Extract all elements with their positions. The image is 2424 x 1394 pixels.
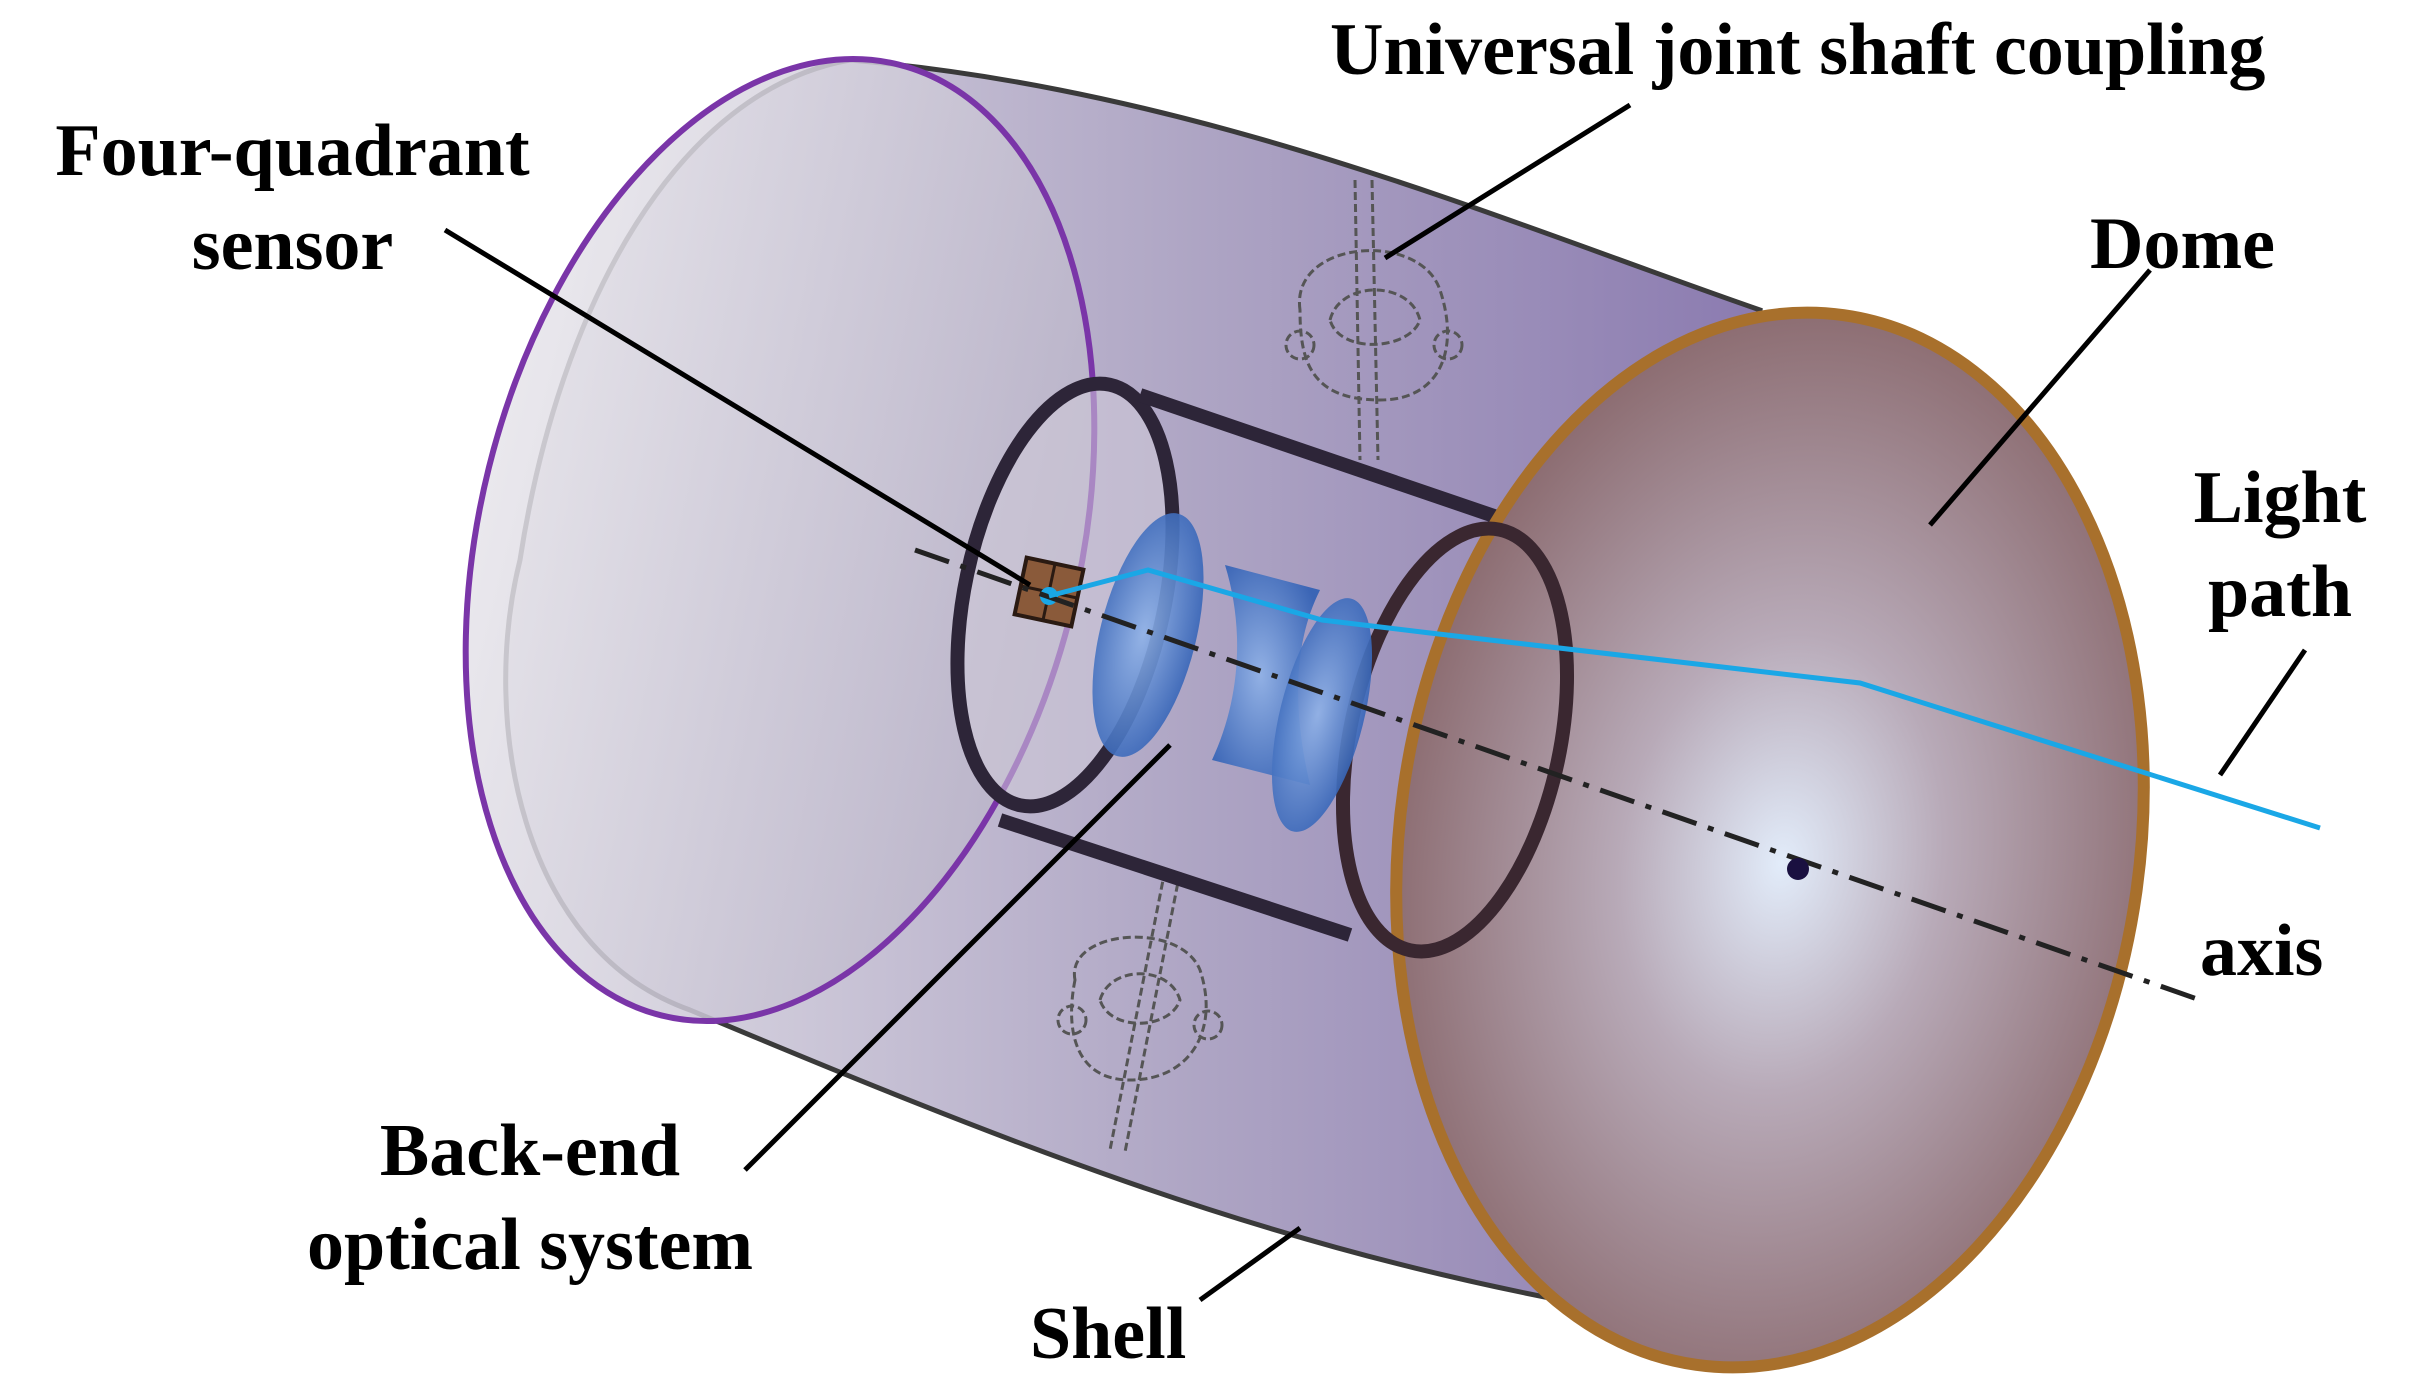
leader-four-quadrant: [443, 227, 1032, 588]
label-light-path-line1: Light: [2193, 457, 2367, 539]
label-four-quadrant-line2: sensor: [191, 203, 394, 286]
lower-universal-joint: [1056, 869, 1224, 1153]
label-universal-joint-text: Universal joint shaft coupling: [1330, 9, 2266, 91]
lens-rear: [1092, 513, 1204, 757]
label-axis: axis: [2200, 905, 2323, 999]
label-light-path-line2: path: [2208, 550, 2352, 633]
light-path: [1048, 567, 2321, 831]
label-back-end-line2: optical system: [307, 1203, 753, 1286]
leader-lines: [443, 102, 2308, 1303]
label-four-quadrant-line1: Four-quadrant: [55, 110, 530, 192]
lens-front: [1271, 598, 1373, 832]
leader-shell: [1198, 1225, 1302, 1303]
label-axis-text: axis: [2200, 910, 2324, 992]
four-quadrant-sensor: [1012, 555, 1086, 629]
label-shell: Shell: [1030, 1288, 1186, 1382]
leader-dome: [1928, 268, 2152, 527]
label-back-end-optical-system: Back-end optical system: [230, 1105, 830, 1293]
axis-point: [1787, 858, 1809, 880]
optical-axis: [914, 547, 2201, 1003]
label-light-path: Light path: [2160, 452, 2400, 640]
upper-universal-joint: [1284, 179, 1464, 461]
leader-light-path: [2217, 648, 2308, 777]
label-shell-text: Shell: [1030, 1293, 1187, 1375]
label-dome-text: Dome: [2090, 203, 2275, 285]
leader-back-end: [743, 743, 1172, 1172]
label-four-quadrant-sensor: Four-quadrant sensor: [15, 105, 570, 293]
label-back-end-line1: Back-end: [379, 1110, 681, 1192]
dome: [1390, 306, 2150, 1374]
leader-universal-joint: [1383, 102, 1632, 261]
label-dome: Dome: [2090, 198, 2275, 292]
label-universal-joint: Universal joint shaft coupling: [1330, 4, 2265, 98]
